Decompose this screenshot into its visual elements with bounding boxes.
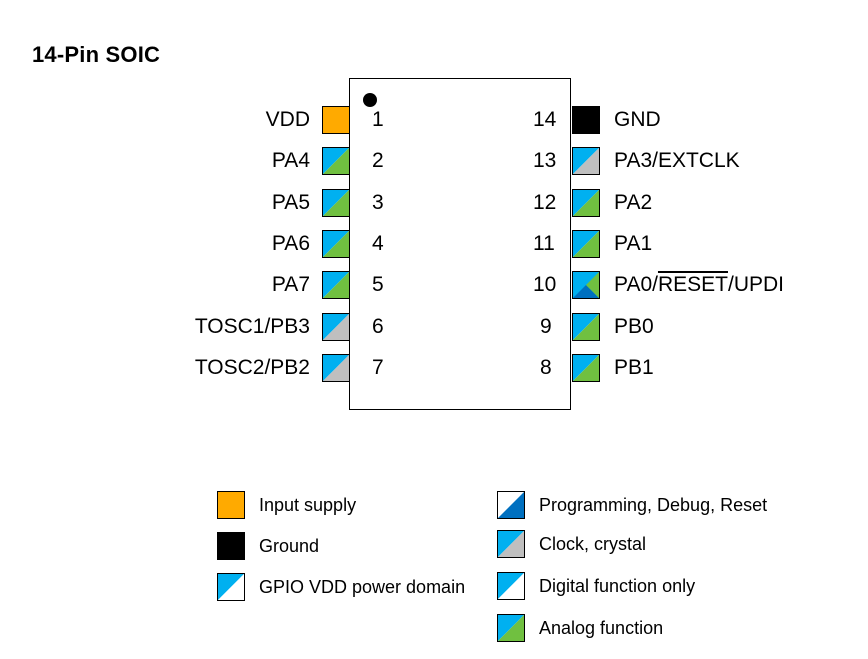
pin-square-icon (572, 230, 600, 258)
pin-label: PA0/RESET/UPDI (614, 270, 784, 300)
legend-label: Programming, Debug, Reset (539, 495, 768, 515)
ic-package-body (349, 78, 571, 410)
legend-swatch-icon (497, 614, 525, 642)
pin-label-reset-overline: RESET (657, 273, 728, 296)
pin-number: 12 (533, 191, 557, 214)
pin-label: VDD (265, 108, 310, 131)
pin-11: 11 PA1 (520, 229, 820, 259)
legend-swatch-icon (497, 491, 525, 519)
legend-label: Ground (259, 536, 320, 556)
pin-number: 4 (372, 232, 384, 255)
legend-label: Clock, crystal (539, 534, 647, 554)
pin-square-icon (572, 106, 600, 134)
legend-swatch-icon (497, 572, 525, 600)
pin-number: 6 (372, 315, 384, 338)
pin-label: PB0 (614, 315, 654, 338)
pin-number: 11 (533, 232, 555, 255)
pin-number: 9 (540, 315, 552, 338)
pin-label: PA5 (271, 191, 310, 214)
pin-square-icon (322, 106, 350, 134)
legend-swatch-icon (217, 532, 245, 560)
pin-label: GND (614, 108, 661, 131)
pin-number: 8 (540, 356, 552, 379)
legend-label: Digital function only (539, 576, 696, 596)
pin-square-icon (322, 189, 350, 217)
pin-square-icon (572, 354, 600, 382)
pin-square-icon (572, 313, 600, 341)
pin-square-icon (572, 147, 600, 175)
pin-label-prefix: PA0/ (614, 273, 658, 296)
diagram-title: 14-Pin SOIC (32, 42, 161, 67)
pin-label: PA6 (271, 232, 310, 255)
pin-number: 3 (372, 191, 384, 214)
pin-label: TOSC2/PB2 (194, 356, 310, 379)
pin-12: 12 PA2 (520, 188, 820, 218)
pin-4: PA6 4 (150, 229, 390, 259)
pin-label: PA3/EXTCLK (614, 149, 740, 172)
pin-8: 8 PB1 (520, 353, 820, 383)
legend-swatch-icon (217, 573, 245, 601)
pin-number: 5 (372, 273, 384, 296)
pin-square-icon (322, 147, 350, 175)
pin-label: PA2 (614, 191, 653, 214)
pin-13: 13 PA3/EXTCLK (520, 146, 820, 176)
pin-5: PA7 5 (150, 270, 390, 300)
pin-7: TOSC2/PB2 7 (150, 353, 390, 383)
pin-number: 7 (372, 356, 384, 379)
legend-label: Analog function (539, 618, 664, 638)
pin-label: TOSC1/PB3 (194, 315, 310, 338)
pin1-indicator-dot (363, 93, 377, 107)
pin-square-icon (322, 230, 350, 258)
pin-square-icon (322, 354, 350, 382)
pin-square-icon (322, 271, 350, 299)
legend-swatch-icon (217, 491, 245, 519)
pin-square-icon (572, 271, 600, 299)
pin-label: PA7 (271, 273, 310, 296)
pin-number: 10 (533, 273, 557, 296)
pin-3: PA5 3 (150, 188, 390, 218)
pin-label: PA1 (614, 232, 653, 255)
pin-10: 10 PA0/RESET/UPDI (520, 270, 820, 300)
pin-9: 9 PB0 (520, 312, 820, 342)
pin-label: PB1 (614, 356, 654, 379)
pin-6: TOSC1/PB3 6 (150, 312, 390, 342)
pin-number: 2 (372, 149, 384, 172)
pin-square-icon (322, 313, 350, 341)
pin-number: 13 (533, 149, 557, 172)
pin-number: 14 (533, 108, 557, 131)
legend-swatch-icon (497, 530, 525, 558)
legend-label: Input supply (259, 495, 357, 515)
pin-label-suffix: /UPDI (727, 273, 784, 296)
pin-number: 1 (372, 108, 384, 131)
pin-2: PA4 2 (150, 146, 390, 176)
pin-14: 14 GND (520, 105, 820, 135)
pin-label: PA4 (271, 149, 310, 172)
pin-1: VDD 1 (150, 105, 390, 135)
pin-square-icon (572, 189, 600, 217)
legend-label: GPIO VDD power domain (259, 577, 466, 597)
